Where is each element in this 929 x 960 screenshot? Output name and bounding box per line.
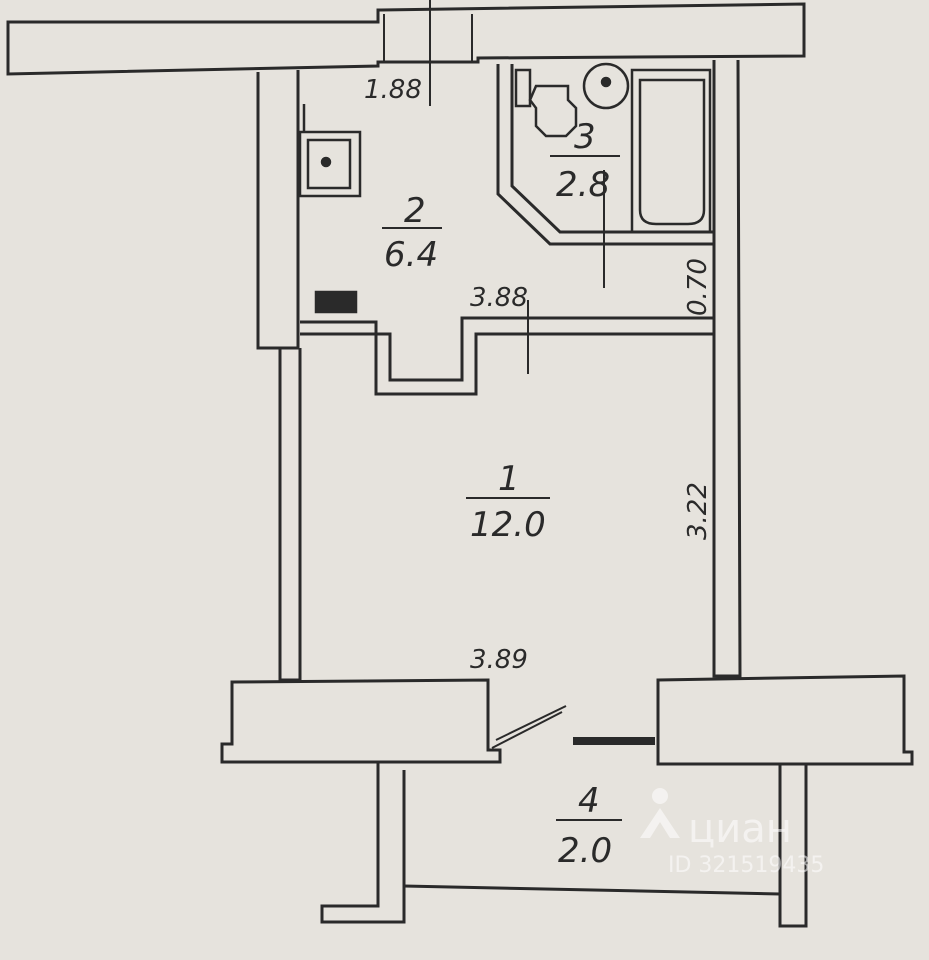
cian-watermark: циан ID 321519435 bbox=[640, 788, 824, 878]
balcony-sill bbox=[573, 737, 655, 745]
cian-logo-icon bbox=[640, 788, 680, 838]
top-exterior-wall bbox=[6, 2, 806, 76]
room-2-area: 6.4 bbox=[384, 235, 438, 275]
heater-block bbox=[314, 290, 358, 314]
toilet bbox=[528, 84, 578, 138]
room-3-area: 2.8 bbox=[556, 165, 610, 205]
washbasin bbox=[582, 62, 630, 110]
walls bbox=[6, 2, 914, 928]
right-wall bbox=[712, 59, 742, 678]
balcony-door-swing bbox=[495, 705, 567, 741]
dim-bath-corridor: 0.70 bbox=[683, 258, 713, 316]
kitchen-sink bbox=[298, 130, 362, 198]
fixtures bbox=[298, 62, 712, 314]
kitchen-sink-bowl bbox=[306, 138, 352, 190]
room-4-number: 4 bbox=[578, 781, 600, 821]
kitchen-sink-drain bbox=[320, 156, 332, 168]
balcony-outline bbox=[320, 762, 808, 928]
balcony-door-leaf bbox=[491, 711, 563, 749]
bathtub-inner bbox=[638, 78, 706, 226]
dim-kitchen-bottom: 3.88 bbox=[470, 283, 528, 313]
bathtub bbox=[630, 68, 712, 234]
partition-kitchen-room bbox=[300, 316, 716, 396]
room-3-number: 3 bbox=[574, 117, 596, 157]
bathroom-partition bbox=[496, 64, 716, 246]
balcony-wall bbox=[220, 678, 502, 764]
watermark-id: ID 321519435 bbox=[668, 853, 824, 878]
balcony-wall-right bbox=[656, 674, 914, 766]
room-1-area: 12.0 bbox=[470, 505, 546, 545]
dim-top-opening: 1.88 bbox=[364, 75, 422, 105]
openings bbox=[383, 14, 655, 749]
watermark-brand: циан bbox=[688, 806, 792, 852]
left-wall-upper bbox=[256, 70, 300, 350]
dim-room-bottom: 3.89 bbox=[470, 645, 528, 675]
washbasin-drain bbox=[600, 76, 612, 88]
left-wall-room bbox=[278, 348, 302, 682]
room-2-number: 2 bbox=[404, 191, 426, 231]
bath-riser bbox=[514, 68, 532, 108]
dim-room-height: 3.22 bbox=[683, 482, 713, 540]
room-4-area: 2.0 bbox=[558, 831, 612, 871]
balcony-rail bbox=[403, 884, 781, 896]
dimension-lines bbox=[429, 0, 605, 374]
room-1-number: 1 bbox=[498, 459, 520, 499]
